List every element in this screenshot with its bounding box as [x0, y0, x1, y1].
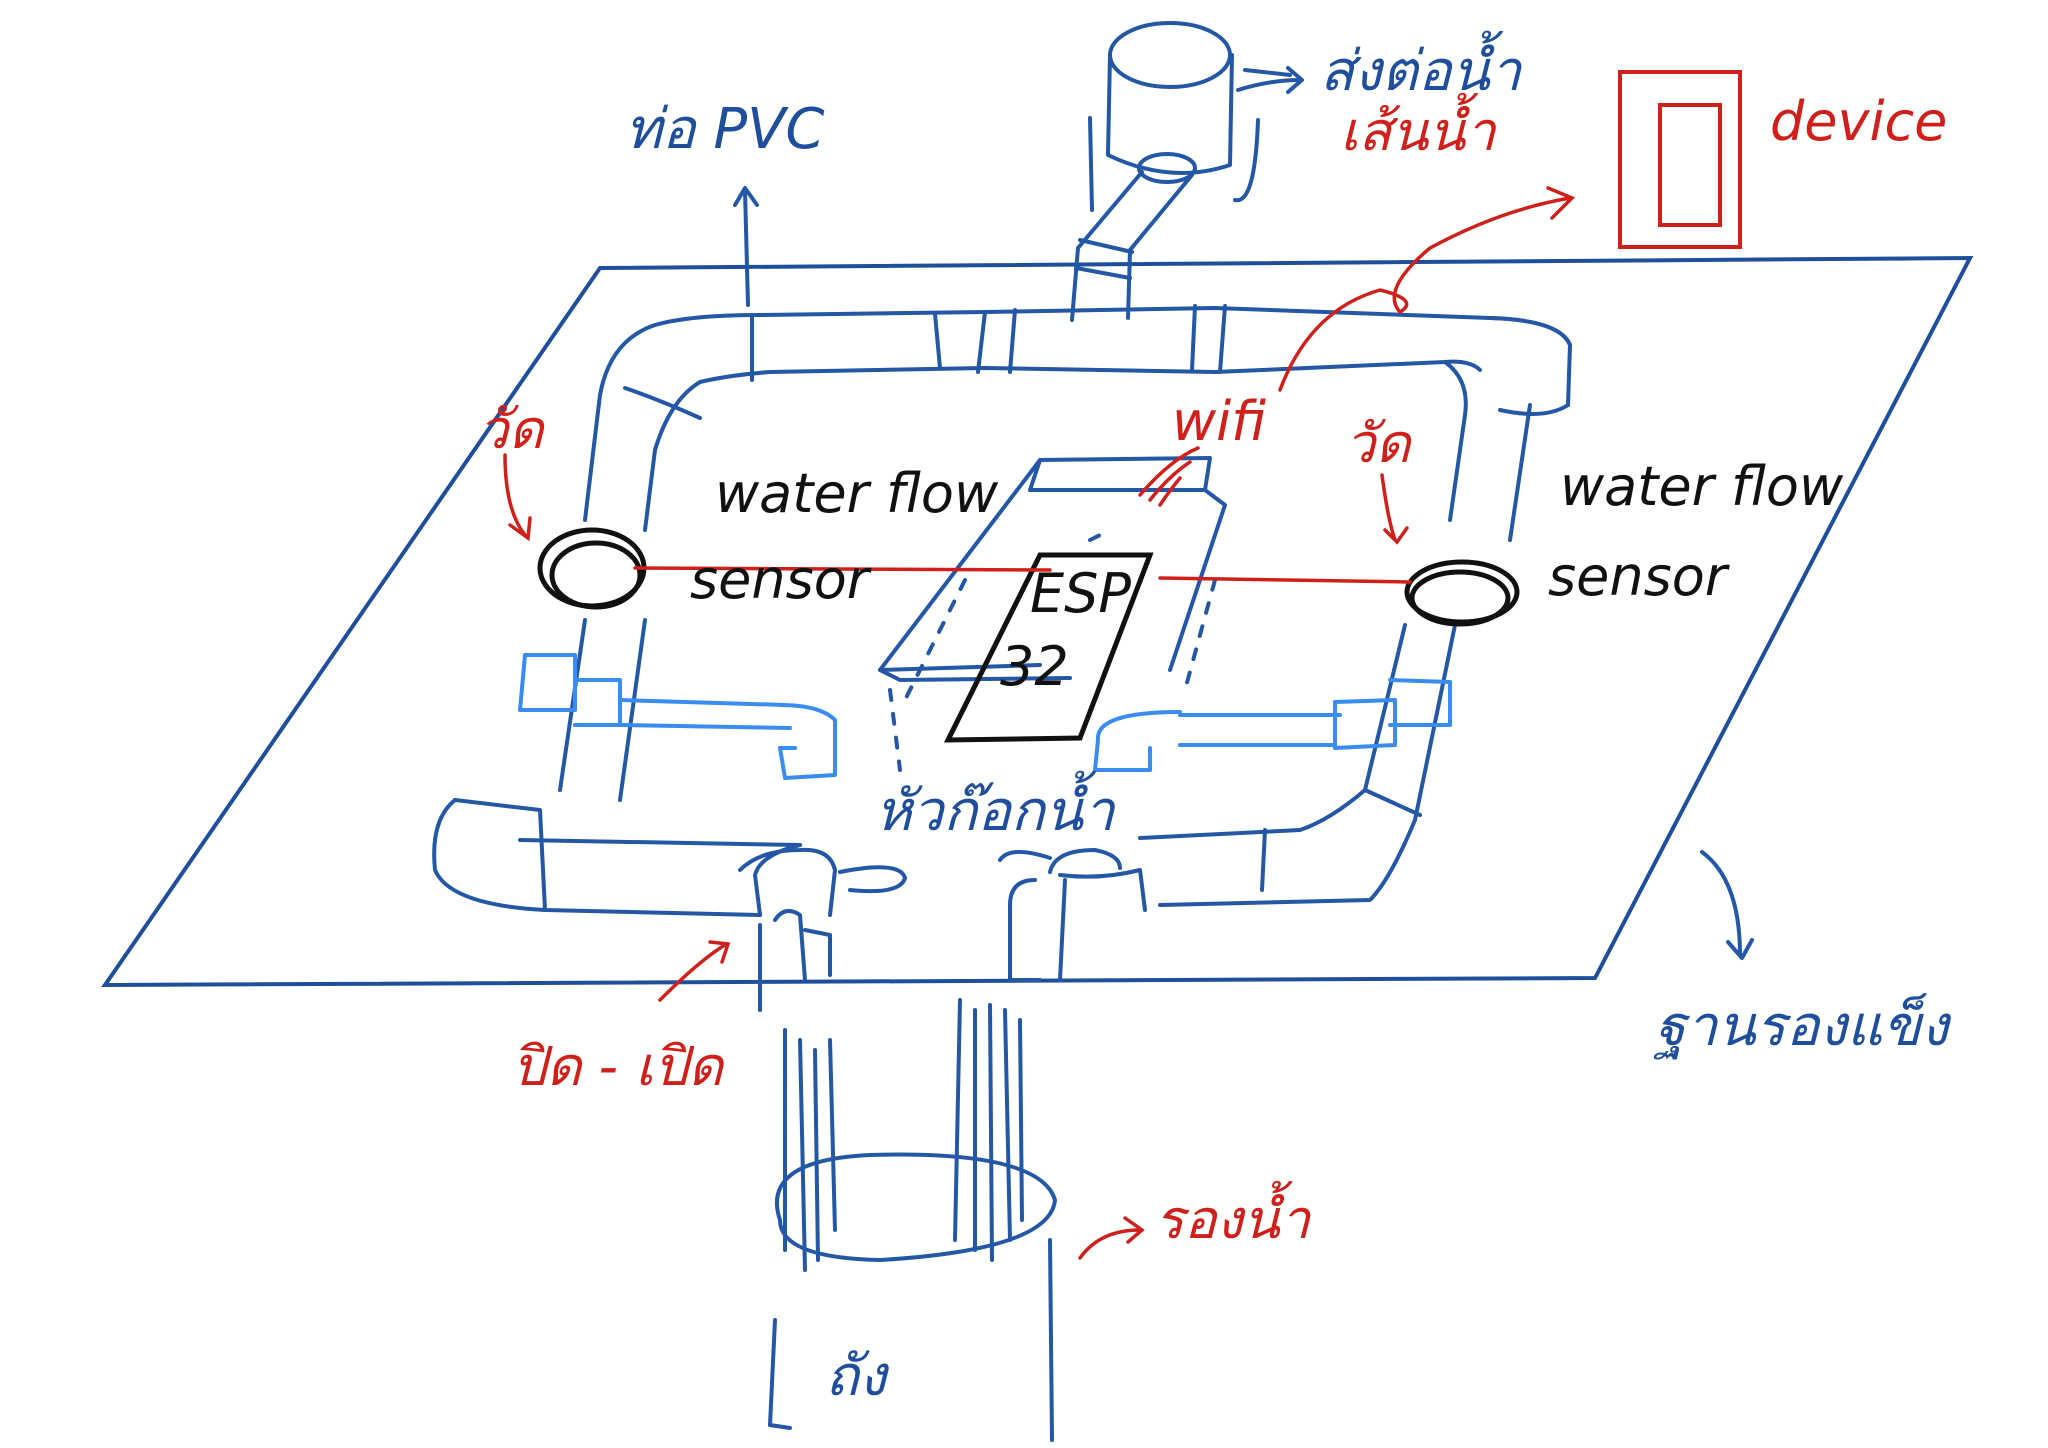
measure-right-arrow: [1382, 475, 1407, 542]
water-flow-left-label: water flow: [715, 462, 999, 525]
bucket: [770, 1155, 1055, 1440]
right-branch-pipe: [1095, 680, 1450, 770]
top-pipe: [655, 306, 1570, 382]
right-flow-sensor: [1407, 562, 1517, 624]
water-flow-right-label: water flow: [1560, 455, 1844, 518]
bucket-label: ถัง: [825, 1344, 890, 1409]
right-faucet: [1000, 850, 1145, 980]
bottom-left-pipe: [434, 800, 800, 915]
measure-left-arrow: [505, 455, 530, 538]
water-supply-sub-label: เส้นน้ำ: [1340, 92, 1497, 163]
base-arrow: [1702, 852, 1752, 958]
pvc-pipe-label: ท่อ PVC: [625, 97, 825, 162]
bottom-right-pipe: [1140, 790, 1420, 905]
device-icon: [1620, 72, 1740, 247]
supply-tank: [1090, 23, 1290, 210]
wifi-label: wifi: [1172, 390, 1266, 453]
measure-left-label: วัด: [478, 398, 546, 461]
on-off-arrow: [660, 942, 728, 1000]
left-branch-pipe: [520, 655, 835, 778]
on-off-label: ปิด - เปิด: [512, 1035, 726, 1098]
device-label: device: [1770, 90, 1947, 153]
pvc-arrow: [735, 188, 757, 305]
water-stream-left: [785, 1030, 835, 1270]
sensor-right-label: sensor: [1548, 545, 1730, 608]
catch-water-label: รองน้ำ: [1155, 1180, 1312, 1251]
esp-number-label: 32: [1000, 635, 1069, 698]
left-pipe: [560, 325, 700, 800]
esp-label: ESP: [1030, 562, 1131, 625]
left-faucet: [740, 850, 905, 1010]
water-supply-label: ส่งต่อน้ำ: [1320, 30, 1523, 104]
measure-right-label: วัด: [1345, 412, 1413, 475]
base-label: ฐานรองแข็ง: [1653, 993, 1952, 1060]
wifi-to-device-arrow: [1280, 188, 1572, 390]
faucet-label: หัวก๊อกน้ำ: [875, 770, 1116, 844]
sensor-left-label: sensor: [690, 548, 872, 611]
water-stream-right: [955, 1000, 1022, 1260]
left-flow-sensor: [540, 530, 644, 607]
catch-water-arrow: [1080, 1218, 1142, 1258]
